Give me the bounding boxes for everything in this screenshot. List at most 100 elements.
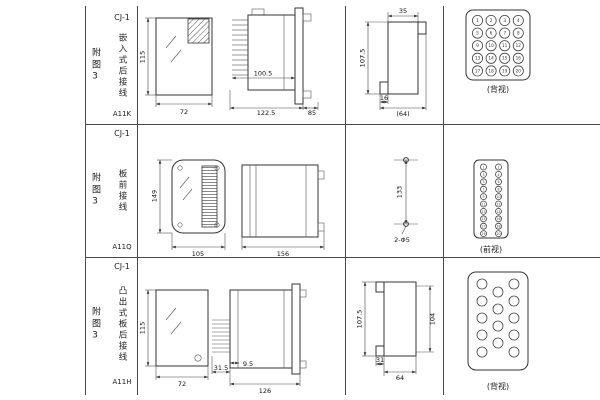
svg-text:3: 3: [482, 173, 484, 177]
relay-case: [229, 289, 293, 369]
svg-text:18: 18: [496, 225, 500, 229]
height-dimension: 115: [140, 17, 156, 96]
svg-text:11: 11: [502, 43, 508, 48]
mounting-type: 嵌入式后接线: [117, 33, 127, 99]
total-depth-dimension: 122.5 85: [229, 90, 319, 116]
row2-label-cell: 附图3 CJ-1 板前接线 A11Q: [86, 124, 136, 257]
screw-top: [302, 13, 312, 22]
row3-panel-drawing: 107.5 104 31 64: [356, 281, 437, 382]
dimension-label: 122.5: [257, 109, 276, 116]
terminal-fins: [212, 319, 230, 353]
row2-plan-view-drawing: 149 105: [151, 159, 226, 258]
screw-hole: [194, 354, 202, 362]
mounting-flange: [291, 283, 301, 375]
terminal-plate: [465, 9, 531, 81]
svg-text:20: 20: [516, 68, 522, 73]
dimension-label: 72: [178, 380, 186, 388]
cutout-tab-bottom: [379, 81, 389, 95]
svg-text:9: 9: [482, 195, 484, 199]
svg-text:16: 16: [496, 217, 500, 221]
dimension-label: 156: [277, 250, 289, 258]
hole-spacing-dimension: 133: [396, 160, 408, 224]
model-name: CJ-1: [114, 13, 130, 22]
terminal-block: [187, 18, 210, 44]
svg-text:10: 10: [496, 195, 500, 199]
glass-marks: [165, 35, 182, 63]
relay-body-outline: [155, 17, 213, 96]
svg-text:19: 19: [502, 68, 508, 73]
svg-text:14: 14: [496, 210, 500, 214]
dimension-label: 16: [380, 94, 388, 102]
panel-width-dimension: 64: [384, 356, 417, 382]
view-label: (背视): [486, 85, 510, 94]
dimension-label: 100.5: [254, 70, 273, 78]
svg-text:15: 15: [481, 217, 485, 221]
mounting-type: 凸出式板后接线: [117, 286, 127, 363]
mounting-hole: [177, 165, 183, 171]
table-row-divider-2: [85, 257, 600, 258]
svg-text:11: 11: [481, 202, 485, 206]
dimension-label: 107.5: [359, 49, 367, 68]
dimension-label: 9.5: [243, 360, 253, 368]
svg-text:15: 15: [502, 56, 508, 61]
svg-text:7: 7: [503, 31, 506, 36]
relay-body-outline: [155, 289, 209, 367]
row2-side-view-drawing: 156: [241, 164, 325, 258]
dimension-label: 104: [429, 313, 437, 325]
width-dimension: 72: [155, 95, 213, 116]
svg-text:6: 6: [497, 180, 499, 184]
model-name: CJ-1: [114, 129, 130, 138]
terminal-strip: [201, 165, 218, 228]
relay-case: [241, 164, 319, 238]
svg-text:7: 7: [482, 188, 484, 192]
row1-label-cell: 附图3 CJ-1 嵌入式后接线 A11K: [86, 8, 136, 124]
row1-front-view-drawing: 115 72: [140, 17, 213, 116]
dimension-label: 149: [151, 190, 159, 202]
panel-height-dimension: 107.5: [359, 21, 388, 95]
screw-top: [299, 289, 307, 298]
table-divider-labels: [137, 6, 138, 395]
table-row-divider-1: [85, 124, 600, 125]
svg-text:8: 8: [497, 188, 499, 192]
height-dimension: 115: [140, 289, 156, 367]
panel-step-dimension: 31: [375, 356, 385, 376]
top-notch: [251, 8, 265, 16]
svg-text:19: 19: [481, 232, 485, 236]
row3-side-view-drawing: 9.5 31.5 126: [211, 283, 307, 395]
table-divider-terminals: [443, 6, 444, 395]
terminal-fins: [232, 19, 248, 76]
screw-bottom: [299, 360, 307, 369]
svg-text:6: 6: [490, 31, 493, 36]
figure-label: 附图3: [90, 47, 100, 85]
dimension-label: 85: [308, 109, 316, 116]
model-name: CJ-1: [114, 262, 130, 271]
cutout-tab-top: [375, 281, 385, 293]
svg-text:1: 1: [476, 18, 479, 23]
dimension-label: 31.5: [214, 364, 228, 372]
svg-text:8: 8: [517, 31, 520, 36]
width-dimension: 72: [155, 366, 209, 388]
dimension-label: 133: [396, 186, 404, 198]
dimension-label: 115: [140, 322, 147, 334]
svg-text:17: 17: [481, 225, 485, 229]
table-border-left: [85, 6, 86, 395]
total-depth-dimension: 126: [230, 368, 301, 395]
model-code: A11K: [112, 110, 132, 118]
svg-text:18: 18: [488, 68, 494, 73]
rear-depth-dimension: 31.5: [211, 356, 231, 386]
screw-bottom: [302, 90, 312, 99]
height-dimension: 149: [151, 159, 172, 234]
cutout-outline: [383, 281, 417, 357]
model-code: A11H: [112, 378, 132, 386]
svg-text:12: 12: [496, 202, 500, 206]
hole-size-label: 2-Φ5: [394, 236, 410, 244]
row3-model-column: CJ-1 凸出式板后接线 A11H: [111, 262, 133, 386]
svg-text:17: 17: [475, 68, 481, 73]
row2-hole-spacing-drawing: 133 2-Φ5: [394, 157, 418, 244]
row1-model-column: CJ-1 嵌入式后接线 A11K: [111, 13, 133, 118]
svg-text:5: 5: [482, 180, 484, 184]
row2-model-column: CJ-1 板前接线 A11Q: [111, 129, 133, 251]
